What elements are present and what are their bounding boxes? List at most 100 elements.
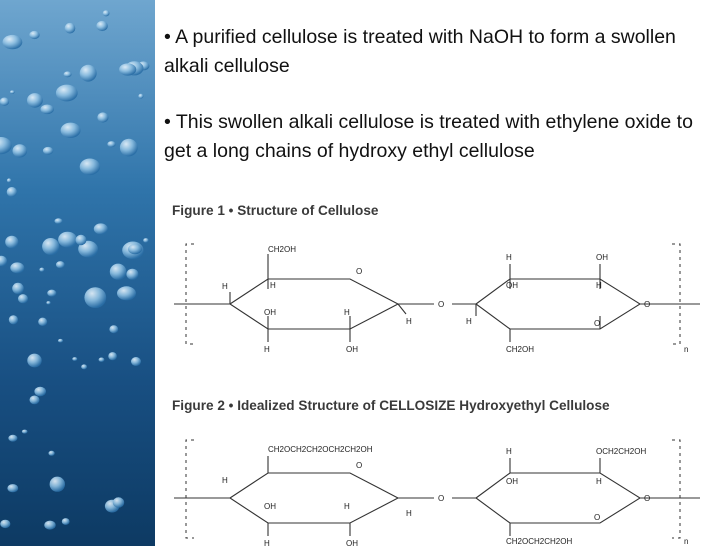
label-oh-1: OH — [264, 308, 276, 317]
bubble — [119, 138, 138, 157]
label-sub-top-left: CH2OCH2CH2OCH2CH2OH — [268, 445, 373, 454]
bubble — [6, 187, 18, 197]
figure2-title: Figure 2 • Idealized Structure of CELLOS… — [172, 398, 610, 413]
label-ring-o-2: O — [594, 319, 600, 328]
label-oh-2: OH — [346, 345, 358, 354]
bubble — [98, 357, 105, 362]
label-h-8: H — [466, 317, 472, 326]
bubble — [119, 63, 137, 76]
label-sub-top-right: OCH2CH2OH — [596, 447, 646, 456]
bubble — [126, 268, 139, 280]
bubble — [102, 10, 110, 17]
bubble — [12, 282, 24, 294]
bubble — [97, 112, 109, 123]
bubble — [27, 353, 42, 368]
bubble — [107, 141, 116, 148]
label-h-12: H — [264, 539, 270, 546]
ring2 — [475, 278, 642, 330]
bubble — [78, 240, 98, 258]
label-oh-7: OH — [506, 477, 518, 486]
label-h-7: H — [596, 281, 602, 290]
bubble — [93, 223, 108, 235]
bubble — [0, 519, 11, 529]
bubble — [21, 429, 28, 434]
bubble — [29, 395, 40, 405]
label-h-13: H — [506, 447, 512, 456]
bubble — [60, 122, 81, 138]
bubble — [112, 497, 125, 508]
bubble — [128, 244, 142, 255]
label-ring-o-1: O — [356, 267, 362, 276]
label-h-4: H — [406, 317, 412, 326]
bubble — [58, 338, 63, 343]
label-h-11: H — [406, 509, 412, 518]
bubble — [8, 434, 18, 442]
label-ch2oh-top: CH2OH — [268, 245, 296, 254]
label-h-2: H — [270, 281, 276, 290]
label-bridge-o: O — [438, 300, 444, 309]
right-bracket — [672, 243, 681, 345]
bubble — [34, 386, 46, 397]
label-h-10: H — [344, 502, 350, 511]
bubble — [44, 520, 56, 530]
bubble — [29, 30, 40, 40]
bubble — [7, 484, 19, 493]
bubble — [108, 352, 117, 361]
bubble — [0, 255, 7, 267]
bubble — [81, 364, 87, 370]
bubble — [75, 234, 87, 246]
bubble — [131, 357, 141, 366]
bubble — [58, 231, 78, 248]
bubble — [5, 235, 19, 249]
bubble — [54, 218, 63, 224]
bubble — [10, 262, 25, 274]
bubble — [39, 267, 45, 272]
bubble — [0, 137, 12, 155]
label-oh-6: OH — [346, 539, 358, 546]
ring1 — [228, 278, 400, 330]
label-h-1: H — [222, 282, 228, 291]
bubble — [10, 90, 15, 94]
label-h-9: H — [222, 476, 228, 485]
bubble — [40, 104, 54, 115]
label-bridge-o-2: O — [438, 494, 444, 503]
bubble — [138, 93, 144, 99]
bubble — [49, 476, 65, 492]
figure1-title: Figure 1 • Structure of Cellulose — [172, 203, 379, 218]
label-oh-4: OH — [506, 281, 518, 290]
bubble — [64, 22, 76, 34]
left-bracket — [185, 243, 194, 345]
label-n-1: n — [684, 345, 688, 354]
bubble — [56, 261, 65, 269]
label-h-5: H — [264, 345, 270, 354]
bubble — [8, 315, 18, 325]
label-oh-3: OH — [596, 253, 608, 262]
bubble — [79, 158, 101, 176]
label-end-o: O — [644, 300, 650, 309]
water-bubbles-decoration — [0, 0, 155, 546]
bubble — [12, 144, 28, 158]
bubble — [79, 64, 97, 82]
label-h-3: H — [344, 308, 350, 317]
bullet-ethylene-oxide: • This swollen alkali cellulose is treat… — [164, 111, 693, 162]
cellulose-structure-diagram: CH2OH O H H OH H H H OH O H OH OH H H O … — [174, 243, 700, 354]
bubble — [0, 97, 10, 106]
bubble — [6, 178, 12, 183]
bubble — [61, 518, 70, 525]
bubble — [42, 238, 60, 255]
label-h-6: H — [506, 253, 512, 262]
bubble — [27, 93, 43, 108]
bubble — [63, 71, 72, 78]
bubble — [143, 238, 149, 243]
bubble — [18, 294, 28, 304]
bubble — [72, 357, 78, 361]
bubble — [46, 301, 51, 305]
bubble — [117, 286, 136, 301]
bubble — [47, 289, 57, 297]
label-ch2oh-bottom: CH2OH — [506, 345, 534, 354]
bubble — [42, 146, 54, 155]
label-ring-o-3: O — [356, 461, 362, 470]
bubble — [109, 263, 127, 280]
label-end-o-2: O — [644, 494, 650, 503]
bullet-purified-cellulose: • A purified cellulose is treated with N… — [164, 26, 676, 77]
